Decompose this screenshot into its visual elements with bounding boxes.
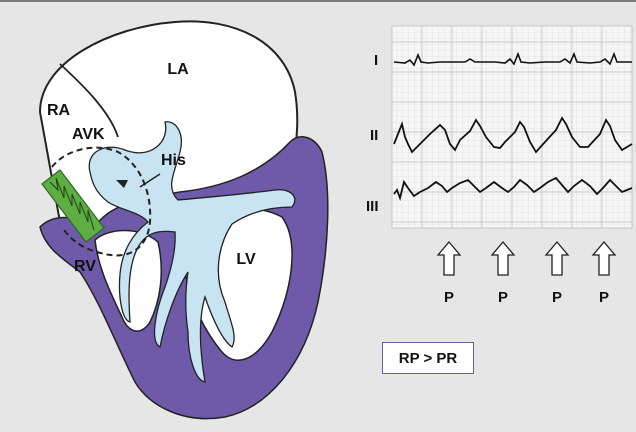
p-marker: P — [492, 242, 514, 306]
label-lv: LV — [236, 251, 256, 268]
p-label: P — [552, 289, 562, 306]
p-label: P — [498, 289, 508, 306]
p-markers: P P P P — [438, 242, 615, 306]
p-marker: P — [438, 242, 460, 306]
ecg-panel: I II III — [366, 26, 632, 228]
label-avk: AVK — [72, 126, 105, 143]
rp-pr-note: RP > PR — [382, 342, 474, 374]
p-label: P — [444, 289, 454, 306]
p-marker: P — [546, 242, 568, 306]
label-la: LA — [167, 61, 189, 78]
label-his: His — [161, 152, 186, 169]
lead-label-II: II — [370, 127, 378, 144]
p-label: P — [599, 289, 609, 306]
label-ra: RA — [47, 102, 71, 119]
lead-label-III: III — [366, 198, 379, 215]
label-rv: RV — [74, 258, 96, 275]
p-marker: P — [593, 242, 615, 306]
lead-label-I: I — [374, 52, 378, 69]
